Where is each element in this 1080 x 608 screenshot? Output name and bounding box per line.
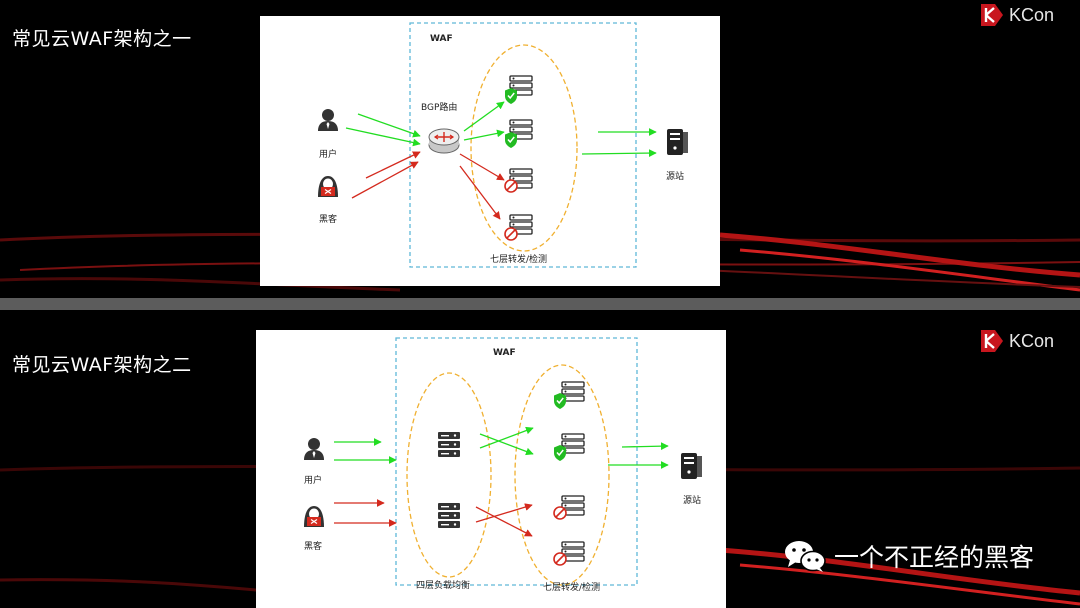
attack-to-server-3 [459,153,505,181]
slide-title: 常见云WAF架构之二 [12,354,192,376]
logo-text: KCon [1008,4,1054,25]
shield-icon [553,444,567,462]
forward-label: 七层转发/检测 [490,255,548,265]
user-label: 用户 [319,150,338,160]
diagram-canvas: WAF BGP路由 用户 黑客 源站 七层转发/检测 [260,16,720,286]
legit-cross-2 [479,433,534,456]
user-arrow-2 [345,127,421,147]
user-label: 用户 [304,476,323,486]
shield-icon [504,131,518,149]
hacker-icon [303,505,325,528]
l4-server-1 [438,432,460,457]
attack-cross-1 [475,503,533,523]
hacker-arrow-1 [365,151,421,179]
l7-cluster-boundary [514,364,610,586]
l4-server-2 [438,503,460,528]
waf-boundary [395,337,638,586]
wechat-icon [785,541,826,572]
legit-to-server-1 [463,101,505,132]
block-icon [553,552,567,566]
architecture-diagram [317,22,688,268]
block-icon [553,506,567,520]
origin-label: 源站 [666,172,685,182]
l7-cluster-boundary [470,44,578,252]
architecture-diagram [303,337,702,586]
router-label: BGP路由 [421,103,458,113]
shield-icon [504,87,518,105]
slide-waf-architecture-2: 常见云WAF架构之二 KCon [0,310,1080,608]
slide-waf-architecture-1: 常见云WAF架构之一 KCon [0,0,1080,298]
attack-cross-2 [475,506,533,537]
block-icon [504,179,518,193]
hacker-label: 黑客 [319,215,338,225]
legit-to-server-2 [463,129,505,141]
diagram-canvas: WAF 用户 黑客 源站 四层负载均衡 七层转发/检测 [256,330,726,608]
origin-label: 源站 [683,496,702,506]
origin-server-icon [667,129,688,155]
waf-label: WAF [430,34,453,44]
attack-to-server-4 [459,165,501,220]
shield-icon [553,392,567,410]
account-watermark: 一个不正经的黑客 [784,538,1034,574]
l4-cluster-boundary [406,372,492,578]
hacker-arrow-2 [351,161,419,199]
kcon-logo: KCon [980,4,1054,26]
kcon-logo-icon [980,330,1003,352]
user-arrow-1 [357,113,421,138]
kcon-logo-icon [980,4,1003,26]
user-icon [318,109,338,131]
waf-boundary [409,22,637,268]
forward-arrow-2 [581,149,657,157]
lb-label: 四层负载均衡 [416,581,471,591]
slide-divider [0,298,1080,310]
forward-label: 七层转发/检测 [543,583,601,593]
waf-label: WAF [493,348,516,358]
logo-text: KCon [1008,330,1054,351]
hacker-label: 黑客 [304,542,323,552]
origin-server-icon [681,453,702,479]
hacker-icon [317,175,339,198]
user-icon [304,438,324,460]
forward-arrow-1 [621,442,669,451]
legit-cross-1 [479,426,534,449]
slide-title: 常见云WAF架构之一 [12,28,192,50]
watermark-text: 一个不正经的黑客 [834,543,1035,572]
kcon-logo: KCon [980,330,1054,352]
bgp-router-icon [428,128,460,154]
block-icon [504,227,518,241]
